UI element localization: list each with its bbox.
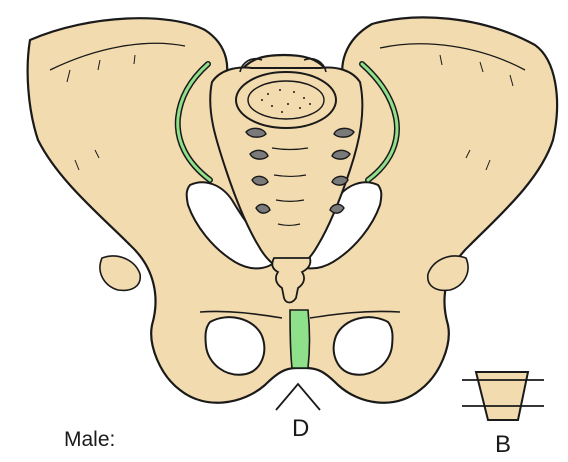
pubic-symphysis: [290, 310, 310, 368]
sacral-foramen-right-2: [332, 150, 350, 159]
inverted-trapezoid-icon: [462, 372, 544, 420]
caret-up-icon: [276, 384, 320, 410]
sacral-foramen-left-1: [246, 128, 266, 137]
caption-label: Male:: [64, 428, 115, 451]
subpubic-angle-label: D: [292, 415, 309, 442]
sacral-foramen-right-1: [334, 128, 354, 137]
left-acetabulum: [100, 256, 140, 290]
sacral-foramen-left-3: [252, 176, 268, 185]
sacral-foramen-right-3: [332, 176, 348, 185]
inlet-shape-label: B: [495, 431, 511, 458]
sacral-foramen-left-2: [250, 150, 268, 159]
